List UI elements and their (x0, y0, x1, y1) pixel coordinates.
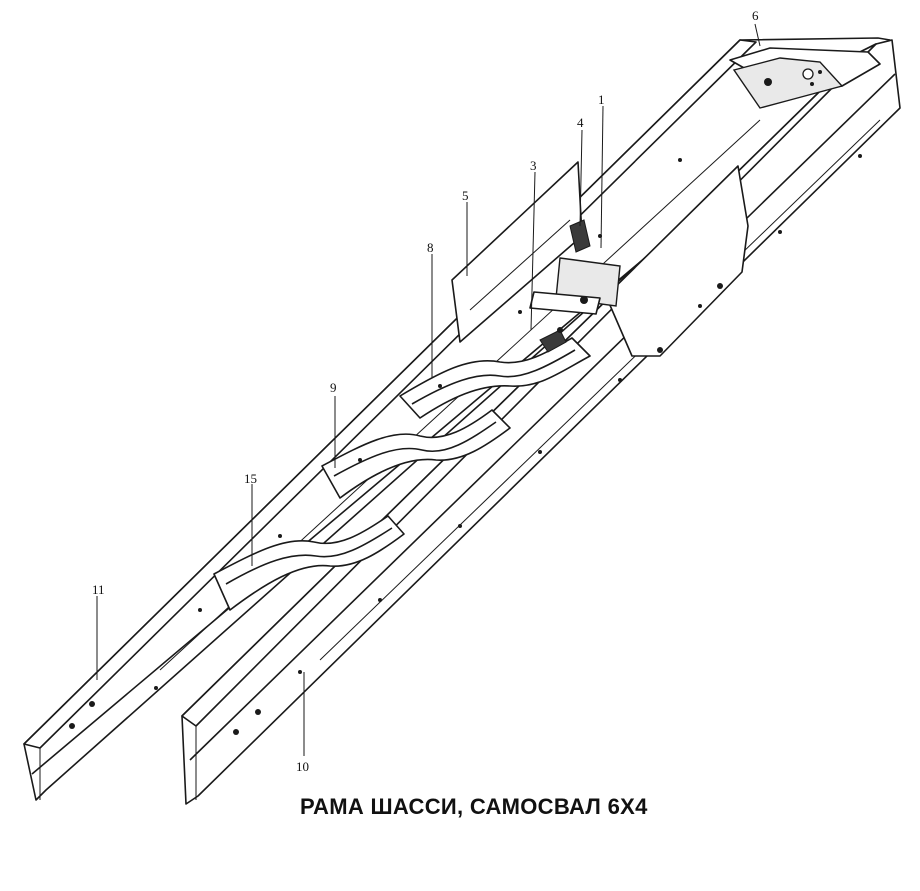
callout-11: 11 (92, 582, 105, 597)
callout-10: 10 (296, 759, 309, 774)
rear-cross-member (729, 47, 881, 109)
right-side-member (181, 39, 901, 805)
cross-member-assembly (529, 219, 621, 353)
gusset-plate-right (605, 165, 749, 357)
callout-15: 15 (244, 471, 257, 486)
leader-lines (96, 23, 761, 756)
cross-member-9 (321, 409, 511, 499)
callout-labels: 1 3 4 5 6 8 9 10 11 15 (92, 8, 759, 774)
callout-9: 9 (330, 380, 337, 395)
callout-8: 8 (427, 240, 434, 255)
callout-3: 3 (530, 158, 537, 173)
callout-4: 4 (577, 115, 584, 130)
callout-6: 6 (752, 8, 759, 23)
callout-5: 5 (462, 188, 469, 203)
cross-member-8 (399, 337, 591, 419)
cross-member-15 (213, 515, 405, 611)
drawing-caption: РАМА ШАССИ, САМОСВАЛ 6X4 (300, 794, 648, 819)
rivet-holes (69, 154, 862, 735)
callout-1: 1 (598, 92, 605, 107)
